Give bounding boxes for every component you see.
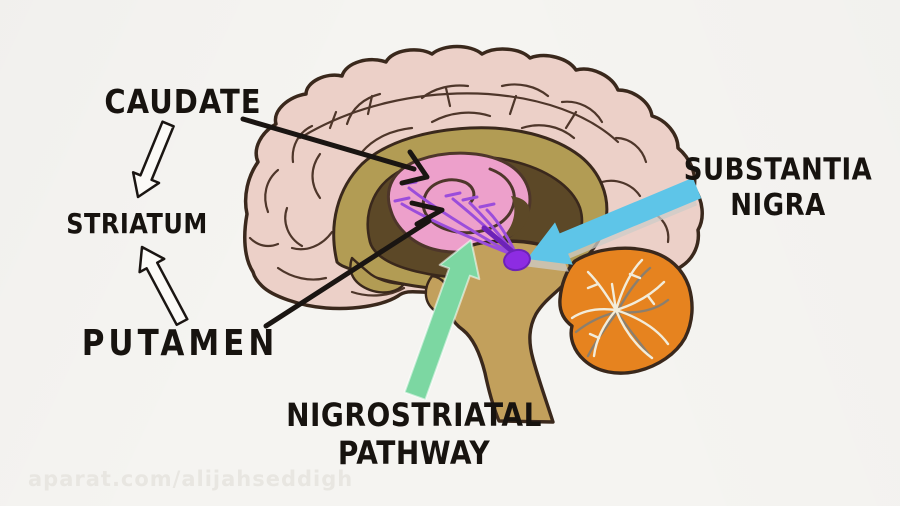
fiber-end-cap <box>444 191 462 198</box>
arbor-branch <box>610 282 618 312</box>
gyrus-line <box>291 124 314 164</box>
nigrostriatal-pathway-label-line2: PATHWAY <box>337 433 491 472</box>
gyrus-line <box>500 83 550 98</box>
caudate-label: CAUDATE <box>104 81 262 121</box>
fiber-end-cap <box>478 202 496 209</box>
substantia-nigra-label-line1: SUBSTANTIA <box>683 153 873 188</box>
arbor-branch <box>586 270 618 312</box>
nigrostriatal-pathway-label-line1: NIGROSTRIATAL <box>286 396 542 434</box>
gyrus-line <box>248 236 280 248</box>
fiber <box>407 186 518 258</box>
putamen-pointer <box>263 200 445 329</box>
caudate-pointer-line <box>240 116 417 172</box>
gyrus-line <box>264 168 280 214</box>
gyrus-line <box>360 126 414 154</box>
caudate-pointer-hook <box>399 149 430 186</box>
arbor-branch <box>570 308 618 320</box>
gyrus-line <box>311 152 322 200</box>
gyrus-line <box>520 124 576 140</box>
arbor-branch <box>614 308 670 346</box>
gyrus-line <box>350 286 406 297</box>
nigrostriatal-pathway-label: NIGROSTRIATAL PATHWAY <box>286 396 542 472</box>
watermark: aparat.com/alijahseddigh <box>28 467 354 491</box>
arbor-branch <box>592 308 618 358</box>
arbor-branch <box>615 266 652 314</box>
fiber-end-cap <box>461 195 479 202</box>
striatum-dark-crescent <box>500 196 530 239</box>
arbor-branch <box>614 258 644 312</box>
putamen-to-striatum-arrow <box>138 245 189 327</box>
arbor-branch <box>614 280 666 312</box>
gyrus-line <box>298 92 620 144</box>
fornix-tail <box>349 256 406 294</box>
gyrus-line <box>444 86 452 108</box>
putamen-pointer-hook <box>409 200 445 227</box>
gyrus-line <box>328 110 338 130</box>
gyrus-line <box>508 94 518 116</box>
arbor-branch <box>586 282 600 290</box>
gyrus-line <box>284 206 304 248</box>
gyrus-line <box>560 100 604 124</box>
cerebellum <box>558 246 694 375</box>
cerebellum-branches-white <box>570 258 670 360</box>
gyrus-line <box>564 110 578 130</box>
putamen-label: PUTAMEN <box>81 322 279 365</box>
substantia-nigra-dot <box>503 248 531 272</box>
gyrus-line <box>430 111 492 124</box>
gyrus-line <box>345 92 382 126</box>
substantia-nigra-arrow <box>527 177 702 265</box>
caudate-pointer <box>240 116 430 186</box>
arbor-branch <box>588 332 601 340</box>
gyri-lines <box>248 83 670 297</box>
striatum-label: STRIATUM <box>66 207 208 240</box>
putamen-pointer-line <box>263 218 432 329</box>
substantia-nigra-label-line2: NIGRA <box>730 188 826 223</box>
nigrostriatal-arrow <box>403 239 481 401</box>
arbor-branch <box>614 308 654 360</box>
caudate-to-striatum-arrow <box>131 120 175 199</box>
gyrus-line <box>614 136 648 164</box>
gyrus-line <box>366 94 374 116</box>
fiber <box>400 202 518 258</box>
substantia-nigra-label: SUBSTANTIA NIGRA <box>684 153 873 224</box>
gyrus-line <box>276 266 328 281</box>
gyrus-line <box>290 230 334 251</box>
fiber-end-cap <box>393 196 411 203</box>
arbor-branch <box>646 294 656 306</box>
arbor-branch <box>628 272 642 280</box>
gyrus-line <box>600 179 642 198</box>
